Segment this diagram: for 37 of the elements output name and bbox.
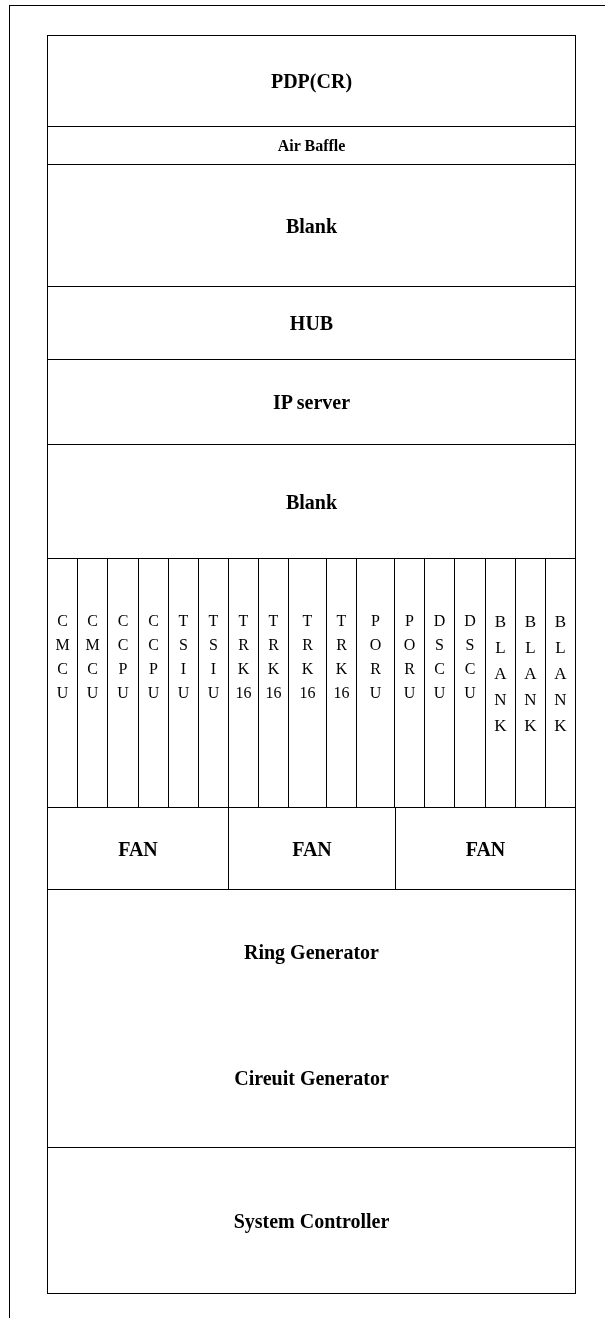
section-label: PDP(CR) — [270, 69, 353, 95]
slot-label: TRK16 — [235, 611, 252, 703]
section-label: Cireuit Generator — [233, 1066, 390, 1091]
section-label: FAN — [465, 836, 506, 862]
slot-label: CMCU — [55, 611, 70, 703]
section-label: Ring Generator — [243, 940, 380, 965]
section-label: Blank — [285, 489, 338, 515]
rack-section — [47, 126, 576, 165]
section-label: System Controller — [233, 1208, 390, 1235]
slot-label: BLANK — [494, 611, 507, 737]
section-label: Air Baffle — [277, 135, 346, 156]
slot-label: TSIU — [207, 611, 220, 703]
slot-label: CCPU — [147, 611, 160, 703]
slot-label: DSCU — [464, 611, 476, 703]
rack-section — [47, 286, 576, 360]
slot-label: BLANK — [524, 611, 537, 737]
section-label: HUB — [289, 311, 334, 336]
slot-label: CCPU — [117, 611, 129, 703]
slot-label: TRK16 — [265, 611, 282, 703]
slot-label: BLANK — [554, 611, 567, 737]
rack-section — [47, 889, 576, 1148]
slot-label: PORU — [403, 611, 416, 703]
rack-section — [47, 164, 576, 287]
section-label: FAN — [118, 836, 158, 862]
rack-section — [47, 35, 576, 127]
slot-label: PORU — [369, 611, 382, 703]
slot-label: TRK16 — [333, 611, 350, 703]
rack-section — [47, 444, 576, 559]
slot-label: CMCU — [85, 611, 100, 703]
rack-section — [47, 1147, 576, 1294]
slot-label: DSCU — [433, 611, 446, 703]
section-label: Blank — [285, 213, 338, 239]
section-label: FAN — [292, 836, 332, 862]
section-label: IP server — [272, 390, 351, 415]
slot-label: TSIU — [177, 611, 190, 703]
slot-label: TRK16 — [299, 611, 316, 703]
rack-section — [47, 359, 576, 445]
